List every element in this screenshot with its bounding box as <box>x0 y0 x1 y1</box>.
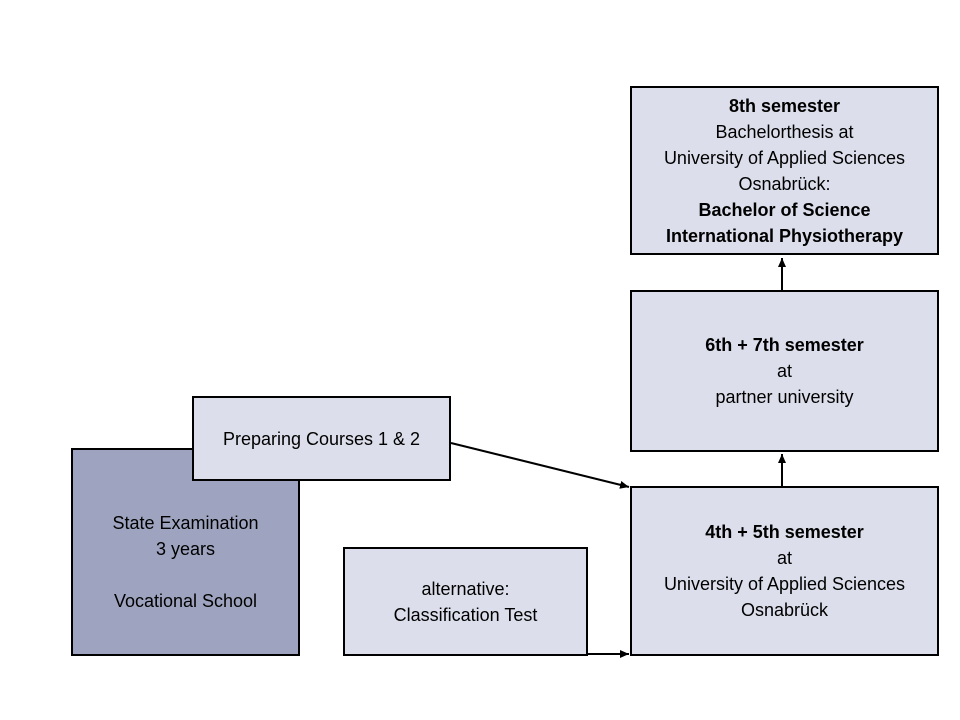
semester-4-5-box: 4th + 5th semester at University of Appl… <box>630 486 939 656</box>
state-examination-box: State Examination 3 years Vocational Sch… <box>71 448 300 656</box>
semester-8-degree: Bachelor of Science <box>698 199 871 220</box>
preparing-courses-box: Preparing Courses 1 & 2 <box>192 396 451 481</box>
arrow-preparing-to-sem-4-5 <box>450 442 630 489</box>
classification-test-label: Classification Test <box>393 604 538 625</box>
semester-8-university: University of Applied Sciences <box>663 147 906 168</box>
state-examination-school: Vocational School <box>113 591 258 611</box>
semester-8-program: International Physiotherapy <box>665 225 904 246</box>
state-examination-title: State Examination <box>112 513 259 533</box>
alternative-box: alternative: Classification Test <box>343 547 588 656</box>
semester-4-5-university: University of Applied Sciences <box>663 574 906 594</box>
semester-8-city: Osnabrück: <box>738 173 831 194</box>
semester-8-title: 8th semester <box>728 95 841 116</box>
semester-6-7-partner: partner university <box>715 387 854 407</box>
preparing-courses-label: Preparing Courses 1 & 2 <box>222 428 421 449</box>
semester-8-thesis: Bachelorthesis at <box>715 121 854 142</box>
semester-4-5-city: Osnabrück <box>740 600 829 620</box>
semester-6-7-title: 6th + 7th semester <box>705 335 864 355</box>
alternative-label: alternative: <box>421 578 510 599</box>
semester-4-5-at: at <box>776 548 792 568</box>
semester-6-7-box: 6th + 7th semester at partner university <box>630 290 939 452</box>
semester-4-5-title: 4th + 5th semester <box>705 522 864 542</box>
state-examination-duration: 3 years <box>155 539 216 559</box>
semester-6-7-at: at <box>776 361 792 381</box>
semester-8-box: 8th semester Bachelorthesis at Universit… <box>630 86 939 255</box>
